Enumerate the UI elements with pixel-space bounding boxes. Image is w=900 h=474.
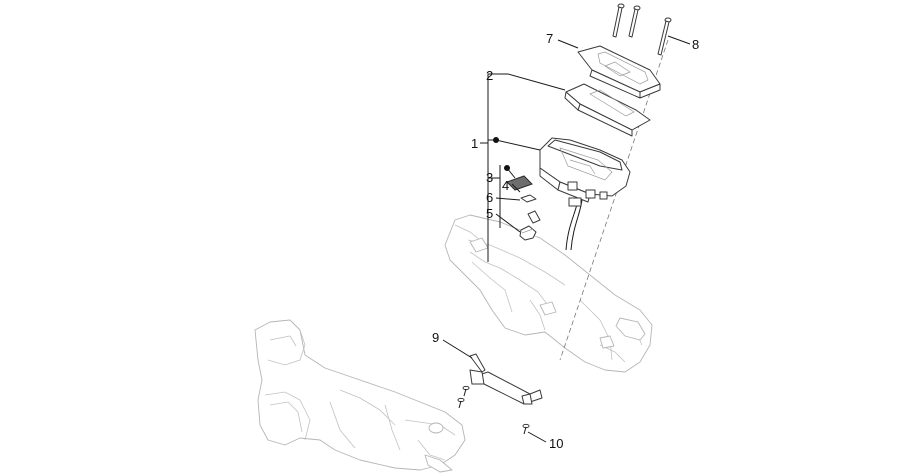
leader-lines	[442, 35, 691, 443]
callout-4: 4	[502, 178, 509, 193]
callout-10: 10	[549, 436, 563, 451]
callout-8: 8	[692, 37, 699, 52]
callout-7: 7	[546, 31, 553, 46]
bulb-socket-part	[519, 225, 537, 241]
callout-1: 1	[471, 136, 478, 151]
callout-3: 3	[486, 170, 493, 185]
bulb-holder-part	[506, 175, 533, 191]
callout-6: 6	[486, 190, 493, 205]
handlebar-rear-cover	[444, 214, 653, 373]
instrument-cluster	[539, 137, 631, 251]
callout-2: 2	[486, 68, 493, 83]
callout-labels: 1 2 3 4 5 6 7 8 9 10	[432, 31, 699, 451]
callout-9: 9	[432, 330, 439, 345]
indicator-bulb-part	[527, 210, 541, 224]
screws-bottom	[457, 385, 530, 435]
instrument-bezel	[577, 45, 661, 99]
instrument-lens	[564, 83, 651, 137]
seal-part	[520, 194, 537, 203]
mounting-bracket	[469, 353, 543, 405]
screws-top	[612, 3, 672, 56]
handlebar-front-cover	[254, 319, 466, 473]
callout-5: 5	[486, 206, 493, 221]
